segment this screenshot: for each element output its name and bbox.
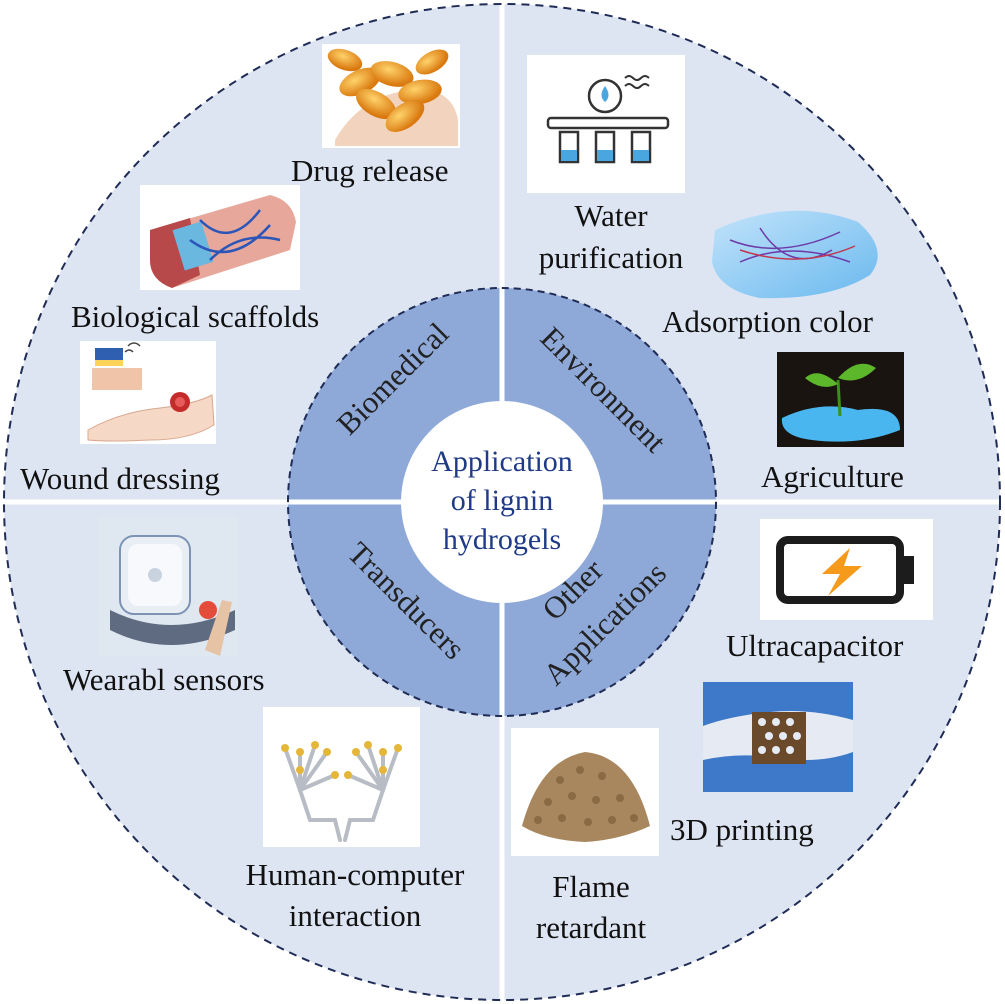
scaffold-image bbox=[140, 185, 300, 290]
wound-dressing-image bbox=[80, 341, 216, 444]
label-flame-retardant-line-2: retardant bbox=[536, 910, 647, 945]
label-drug-release: Drug release bbox=[291, 153, 449, 188]
label-adsorption-color: Adsorption color bbox=[662, 304, 874, 339]
center-circle bbox=[401, 401, 603, 603]
agriculture-image bbox=[777, 352, 904, 447]
inner-dashed-border bbox=[287, 287, 717, 717]
label-3d-printing: 3D printing bbox=[670, 812, 814, 847]
wearable-sensor-image bbox=[98, 516, 238, 656]
label-water-purification-line-1: Water bbox=[574, 198, 648, 233]
label-water-purification-line-2: purification bbox=[539, 240, 684, 275]
label-flame-retardant-line-1: Flame bbox=[552, 869, 630, 904]
label-wearable-sensors: Wearabl sensors bbox=[63, 662, 265, 697]
3d-printing-image bbox=[703, 682, 853, 792]
label-biological-scaffolds: Biological scaffolds bbox=[71, 299, 319, 334]
drug-capsules-image bbox=[322, 44, 460, 148]
center-title-line-3: hydrogels bbox=[443, 523, 561, 556]
label-hci-line-2: interaction bbox=[289, 898, 422, 933]
label-ultracapacitor: Ultracapacitor bbox=[726, 628, 904, 663]
water-purification-image bbox=[527, 55, 685, 193]
flame-retardant-pellets-image bbox=[511, 728, 659, 856]
label-wound-dressing: Wound dressing bbox=[20, 461, 220, 496]
center-title-line-2: of lignin bbox=[451, 484, 554, 517]
label-agriculture: Agriculture bbox=[761, 459, 904, 494]
outer-dashed-border bbox=[3, 3, 1001, 1001]
battery-image bbox=[760, 519, 933, 620]
hci-gloves-image bbox=[263, 707, 420, 847]
center-title-line-1: Application bbox=[431, 445, 573, 478]
label-hci-line-1: Human-computer bbox=[246, 857, 465, 892]
adsorption-gel-image bbox=[712, 210, 878, 299]
